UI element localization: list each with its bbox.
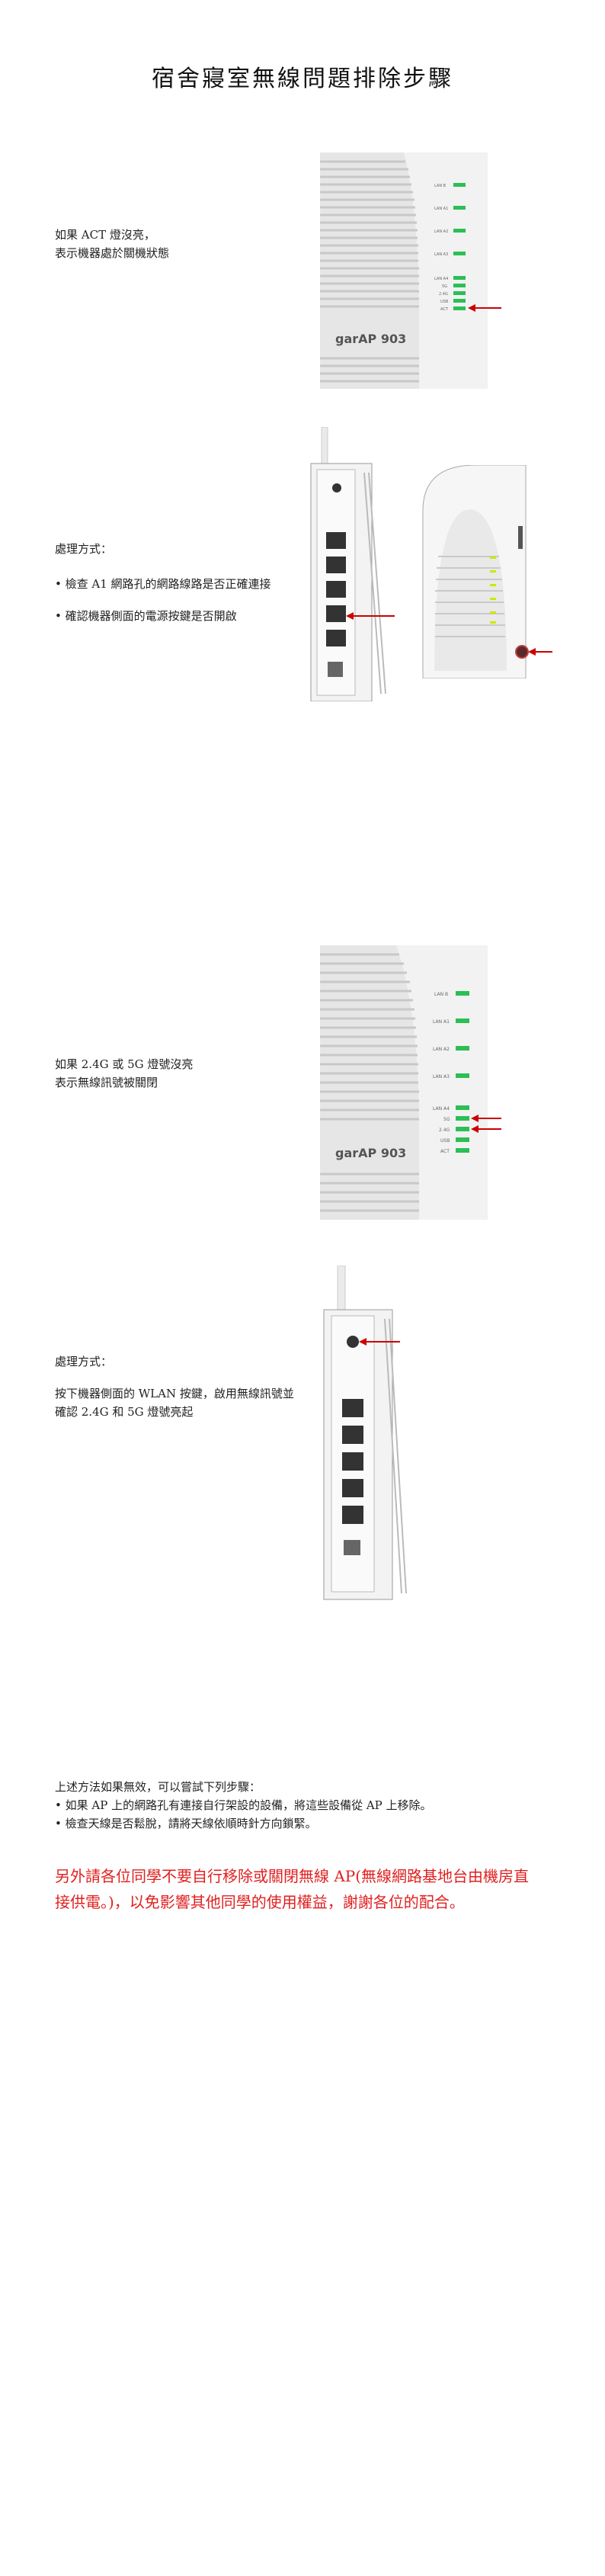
handling-2-block: 處理方式： 按下機器側面的 WLAN 按鍵，啟用無線訊號並確認 2.4G 和 5…: [55, 1352, 299, 1421]
svg-text:LAN A1: LAN A1: [434, 207, 448, 211]
handling-1-bullet-power: • 確認機器側面的電源按鍵是否開啟: [55, 609, 237, 623]
handling-2-heading: 處理方式：: [55, 1355, 113, 1368]
further-steps-block: 上述方法如果無效，可以嘗試下列步驟： • 如果 AP 上的網路孔有連接自行架設的…: [55, 1778, 558, 1833]
port-a1-arrow-icon: [346, 612, 395, 620]
device-side-power-image: [422, 465, 552, 678]
svg-text:USB: USB: [440, 300, 449, 304]
further-steps-bullet-remove: • 如果 AP 上的網路孔有連接自行架設的設備，將這些設備從 AP 上移除。: [55, 1798, 432, 1812]
svg-text:LAN A4: LAN A4: [433, 1106, 450, 1112]
power-button-arrow-icon: [528, 648, 552, 656]
device-brand-label: garAP 903: [335, 332, 406, 346]
device-wlan-button-image: [323, 1266, 407, 1600]
svg-text:ACT: ACT: [440, 307, 449, 312]
svg-text:LAN A3: LAN A3: [433, 1074, 450, 1079]
svg-text:LAN A2: LAN A2: [433, 1047, 450, 1052]
act-off-text: 如果 ACT 燈沒亮， 表示機器處於關機狀態: [55, 226, 299, 262]
wifi-off-line1: 如果 2.4G 或 5G 燈號沒亮: [55, 1057, 194, 1071]
svg-text:LAN A3: LAN A3: [434, 252, 448, 257]
svg-text:ACT: ACT: [440, 1149, 450, 1154]
svg-text:LAN B: LAN B: [434, 992, 448, 997]
wifi-off-line2: 表示無線訊號被關閉: [55, 1076, 158, 1089]
further-steps-intro: 上述方法如果無效，可以嘗試下列步驟：: [55, 1780, 261, 1794]
handling-1-block: 處理方式： • 檢查 A1 網路孔的網路線路是否正確連接 • 確認機器側面的電源…: [55, 540, 291, 625]
act-off-line1: 如果 ACT 燈沒亮，: [55, 228, 155, 242]
svg-text:USB: USB: [440, 1138, 450, 1144]
device-front-act-image: garAP 903 LAN B LAN A1 LAN A2 LAN A3 LAN A4…: [320, 152, 501, 389]
wifi-off-text: 如果 2.4G 或 5G 燈號沒亮 表示無線訊號被關閉: [55, 1055, 299, 1092]
further-steps-bullet-antenna: • 檢查天線是否鬆脫，請將天線依順時針方向鎖緊。: [55, 1817, 317, 1830]
device-brand-label-2: garAP 903: [335, 1146, 406, 1160]
power-button-icon: [515, 645, 529, 659]
svg-text:5G: 5G: [442, 284, 447, 289]
24g-arrow-icon: [471, 1125, 501, 1133]
act-arrow-icon: [468, 304, 501, 312]
handling-1-heading: 處理方式：: [55, 542, 113, 556]
handling-1-bullet-network: • 檢查 A1 網路孔的網路線路是否正確連接: [55, 577, 271, 591]
wlan-button-arrow-icon: [359, 1338, 400, 1346]
svg-text:LAN A4: LAN A4: [434, 277, 448, 281]
svg-text:2.4G: 2.4G: [439, 1128, 450, 1133]
device-ports-image: [310, 427, 395, 701]
svg-text:5G: 5G: [443, 1117, 450, 1122]
device-front-wifi-image: garAP 903 LAN B LAN A1 LAN A2 LAN A3 LAN A4…: [320, 945, 501, 1220]
svg-text:LAN B: LAN B: [434, 184, 447, 188]
handling-2-body: 按下機器側面的 WLAN 按鍵，啟用無線訊號並確認 2.4G 和 5G 燈號亮起: [55, 1387, 294, 1419]
svg-text:2.4G: 2.4G: [439, 292, 448, 297]
5g-arrow-icon: [471, 1115, 501, 1122]
svg-text:LAN A2: LAN A2: [434, 229, 448, 234]
svg-text:LAN A1: LAN A1: [433, 1019, 450, 1025]
wlan-button-icon: [347, 1336, 359, 1348]
act-off-line2: 表示機器處於關機狀態: [55, 246, 170, 260]
page-title: 宿舍寢室無線問題排除步驟: [152, 66, 453, 92]
notice-text: 另外請各位同學不要自行移除或關閉無線 AP(無線網路基地台由機房直接供電。)，以…: [55, 1867, 530, 1911]
